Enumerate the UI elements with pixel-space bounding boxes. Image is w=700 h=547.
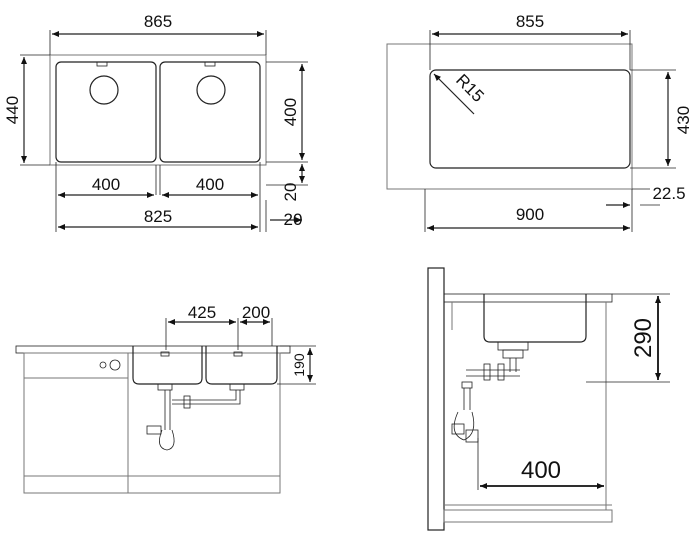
side-section-view <box>427 267 670 531</box>
dim-outer-width: 900 <box>516 205 544 224</box>
double-bowl-plan-view <box>20 30 308 232</box>
dim-drain-distance-side: 400 <box>521 457 561 484</box>
cutout-plan-view <box>386 30 676 232</box>
cutout-outline <box>429 69 631 169</box>
side-trap <box>453 411 475 441</box>
wall <box>427 267 445 531</box>
dim-inner-depth: 430 <box>674 106 693 134</box>
dim-overall-depth: 440 <box>3 96 22 124</box>
dim-right-bowl-width: 400 <box>196 175 224 194</box>
dim-bowl-depth: 400 <box>281 98 300 126</box>
dim-drain-offset: 200 <box>242 303 270 322</box>
dim-offset: 22.5 <box>652 184 685 203</box>
right-drain <box>196 75 226 105</box>
dim-corner-radius: R15 <box>452 70 487 105</box>
dim-offset-b: 20 <box>284 210 303 229</box>
dim-drain-distance-front: 425 <box>188 303 216 322</box>
right-bowl <box>159 61 261 163</box>
dim-cutout-width: 825 <box>144 207 172 226</box>
dim-overall-width: 865 <box>144 12 172 31</box>
dim-bowl-height-front: 190 <box>291 353 307 377</box>
front-section-view <box>15 318 316 494</box>
side-bowl <box>483 294 587 343</box>
dim-bowl-height-side: 290 <box>630 318 657 358</box>
dim-left-bowl-width: 400 <box>92 175 120 194</box>
dim-inner-width: 855 <box>516 12 544 31</box>
countertop <box>443 293 613 303</box>
dim-offset-a: 20 <box>281 183 300 202</box>
front-trap <box>159 429 175 451</box>
left-bowl <box>55 61 157 163</box>
left-drain <box>89 75 119 105</box>
